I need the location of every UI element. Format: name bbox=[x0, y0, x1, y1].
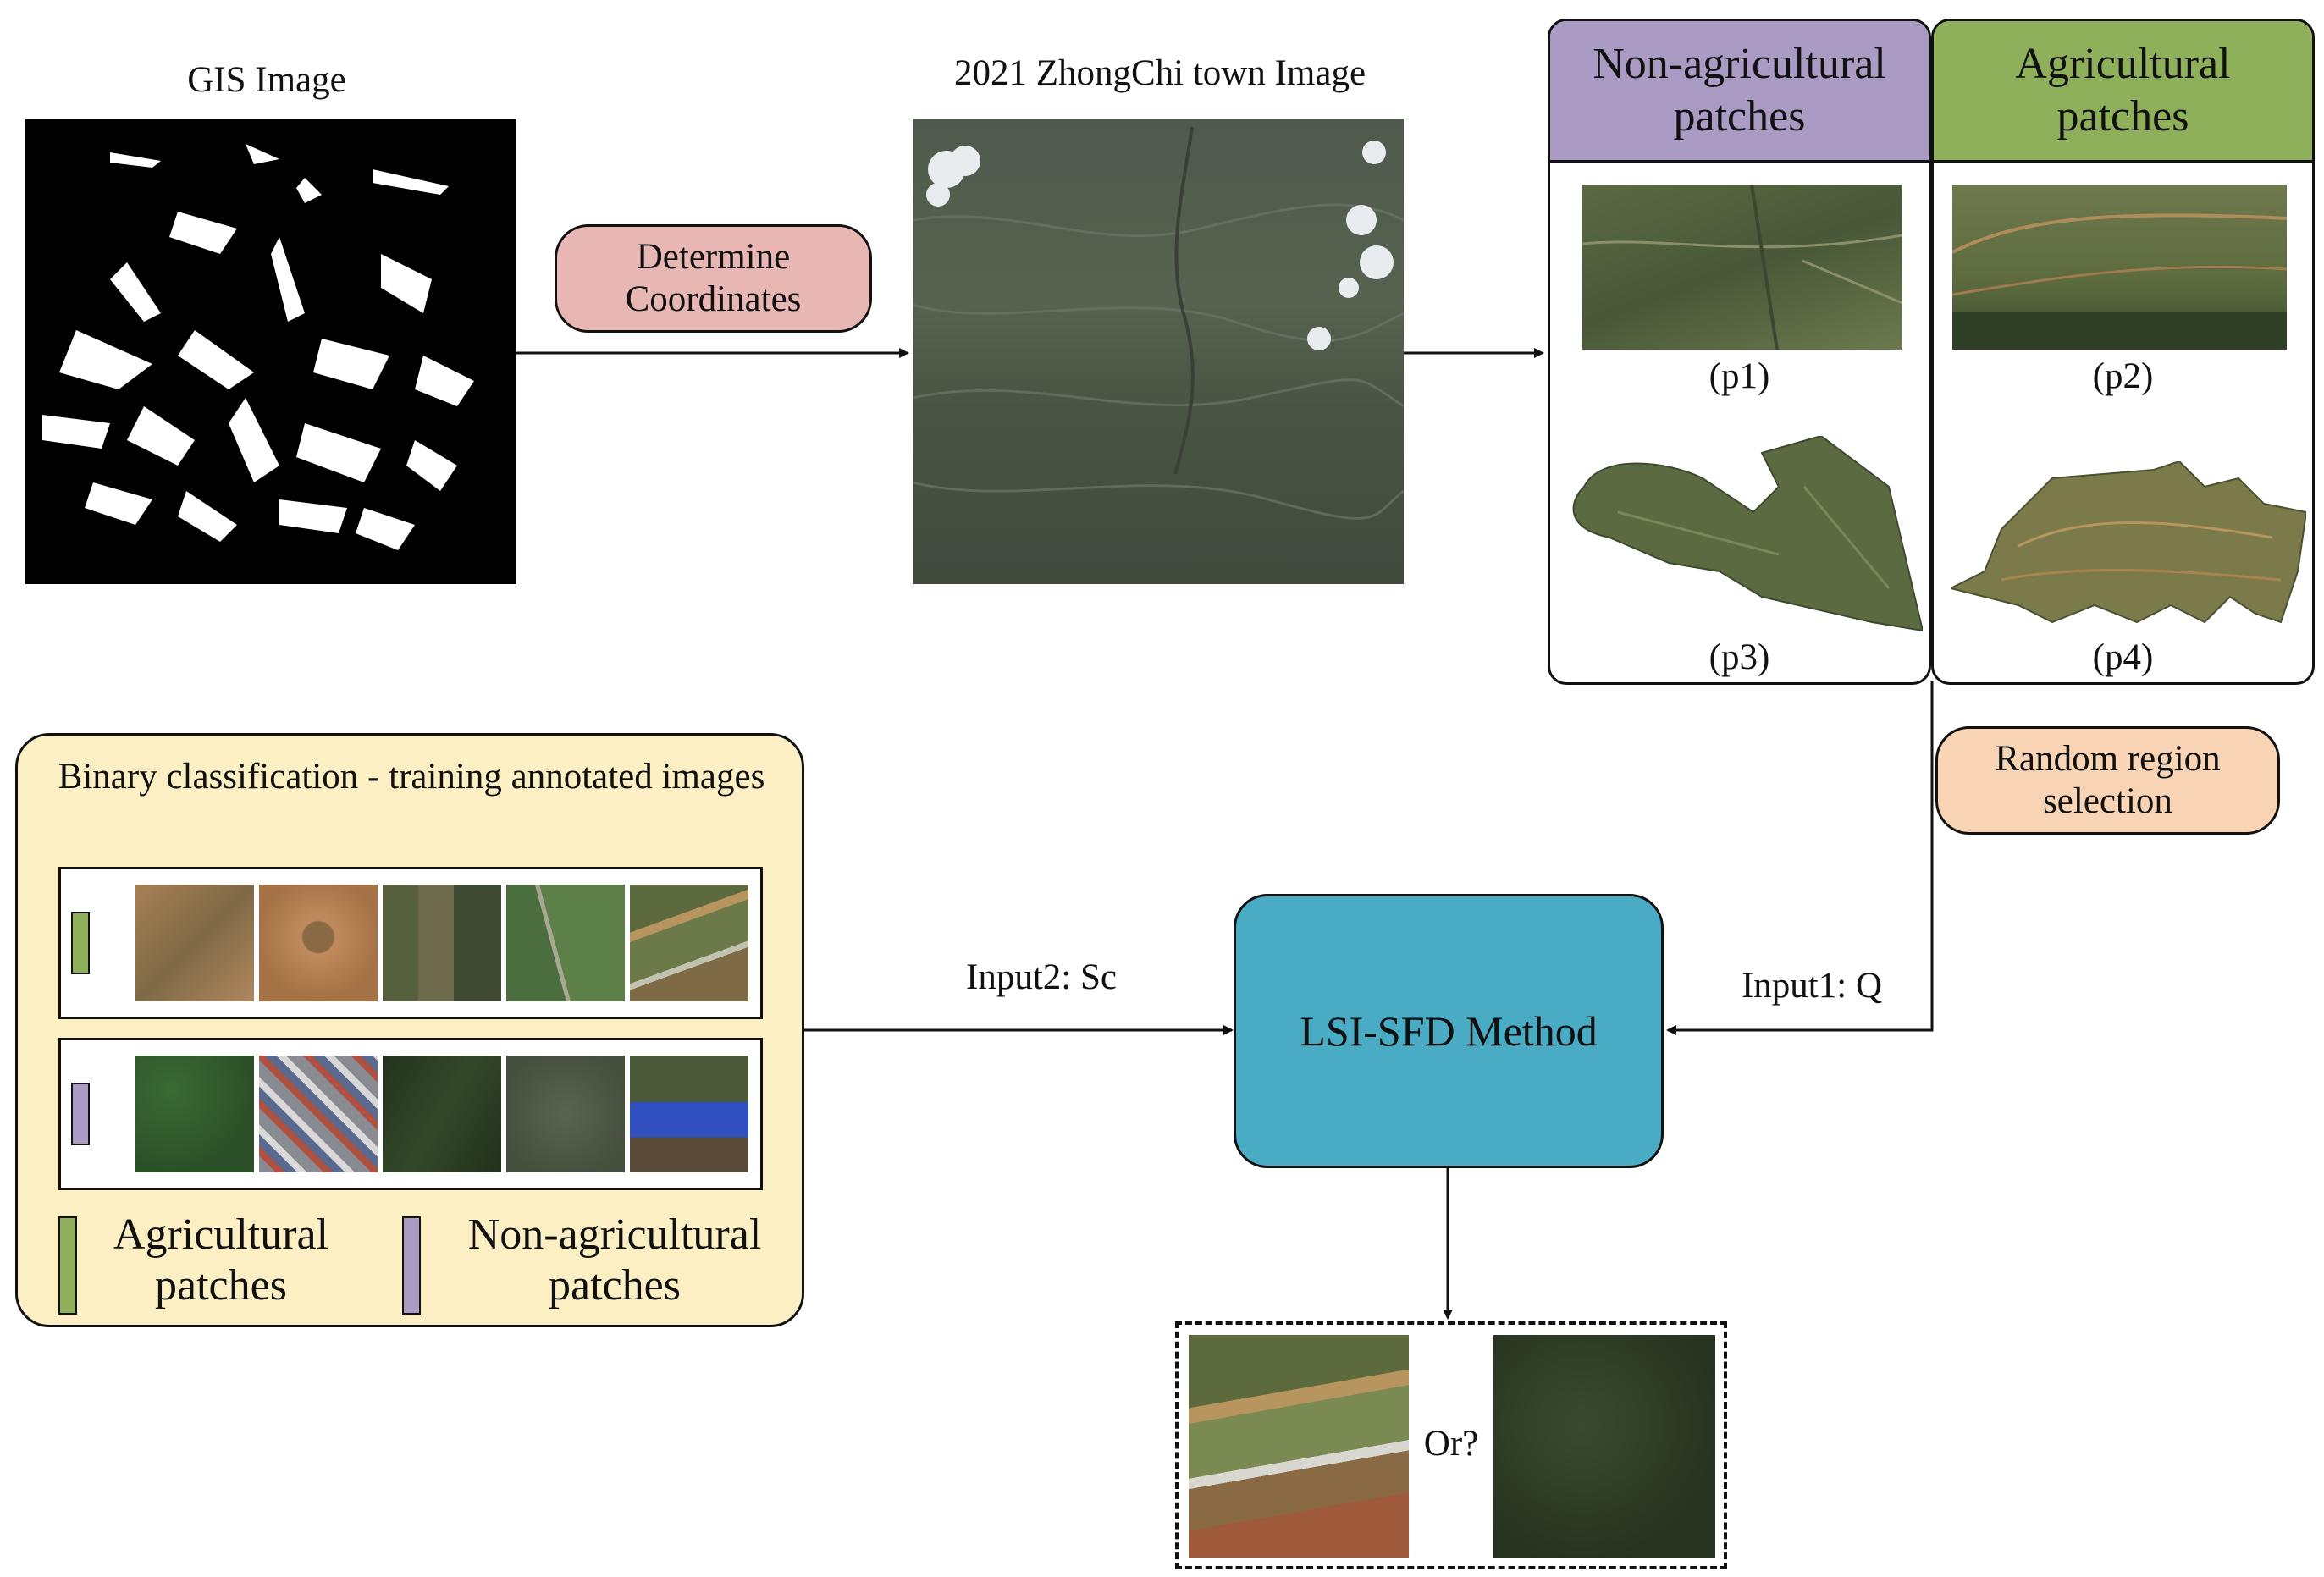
determine-coordinates-box: Determine Coordinates bbox=[555, 224, 872, 333]
lsi-sfd-method-label: LSI-SFD Method bbox=[1300, 1007, 1598, 1055]
patch-p2-graphic bbox=[1952, 213, 2287, 350]
agricultural-header-label: Agricultural patches bbox=[2015, 40, 2231, 141]
legend-non-agricultural-swatch bbox=[402, 1216, 421, 1315]
non-ag-example-2 bbox=[259, 1056, 378, 1172]
random-selection-box: Random region selection bbox=[1935, 726, 2280, 835]
result-box: Or? bbox=[1175, 1321, 1727, 1569]
gis-image-title: GIS Image bbox=[187, 60, 346, 100]
ag-example-4 bbox=[506, 885, 625, 1001]
ag-example-5 bbox=[630, 885, 748, 1001]
agricultural-panel: Agricultural patches (p2) (p4) bbox=[1931, 19, 2315, 685]
caption-p4: (p4) bbox=[2092, 637, 2154, 677]
ag-example-1 bbox=[135, 885, 254, 1001]
non-ag-example-5 bbox=[630, 1056, 748, 1172]
patch-p3-shape bbox=[1572, 436, 1923, 632]
non-agricultural-row-marker bbox=[71, 1083, 90, 1145]
gis-image bbox=[25, 119, 516, 584]
non-agricultural-examples-row bbox=[58, 1038, 763, 1190]
non-ag-example-4 bbox=[506, 1056, 625, 1172]
ag-example-2 bbox=[259, 885, 378, 1001]
patch-p4-shape bbox=[1951, 461, 2306, 624]
agricultural-examples-row bbox=[58, 867, 763, 1019]
non-agricultural-panel: Non-agricultural patches (p1) (p3) bbox=[1548, 19, 1931, 685]
caption-p2: (p2) bbox=[2092, 356, 2154, 396]
non-agricultural-header-label: Non-agricultural patches bbox=[1593, 40, 1886, 141]
input2-label: Input2: Sc bbox=[966, 957, 1117, 997]
agricultural-header: Agricultural patches bbox=[1934, 21, 2312, 163]
non-agricultural-header: Non-agricultural patches bbox=[1550, 21, 1929, 163]
training-title: Binary classification - training annotat… bbox=[58, 757, 765, 797]
caption-p3: (p3) bbox=[1708, 637, 1770, 677]
ag-example-3 bbox=[383, 885, 501, 1001]
lsi-sfd-method-box: LSI-SFD Method bbox=[1234, 894, 1664, 1168]
result-non-agricultural-image bbox=[1493, 1335, 1715, 1558]
gis-mask-graphic bbox=[42, 144, 474, 550]
town-satellite-image bbox=[913, 119, 1404, 584]
legend-non-agricultural-label: Non-agricultural patches bbox=[467, 1210, 762, 1310]
result-agricultural-image bbox=[1189, 1335, 1409, 1558]
patch-p4-image bbox=[1951, 461, 2306, 631]
random-selection-label: Random region selection bbox=[1995, 739, 2221, 821]
patch-p1-graphic bbox=[1582, 185, 1902, 350]
agricultural-row-marker bbox=[71, 912, 90, 974]
patch-p3-image bbox=[1567, 436, 1923, 639]
training-box: Binary classification - training annotat… bbox=[15, 733, 804, 1327]
non-ag-example-3 bbox=[383, 1056, 501, 1172]
determine-coordinates-label: Determine Coordinates bbox=[625, 237, 802, 319]
or-label: Or? bbox=[1423, 1424, 1479, 1464]
non-ag-example-1 bbox=[135, 1056, 254, 1172]
legend-agricultural-label: Agricultural patches bbox=[113, 1210, 329, 1310]
patch-p1-image bbox=[1582, 185, 1902, 350]
input1-label: Input1: Q bbox=[1741, 966, 1883, 1006]
town-image-title: 2021 ZhongChi town Image bbox=[953, 53, 1366, 93]
arrow-patches-to-method bbox=[1666, 681, 1934, 1035]
caption-p1: (p1) bbox=[1708, 356, 1770, 396]
patch-p2-image bbox=[1952, 185, 2287, 350]
town-terrain-graphic bbox=[913, 126, 1404, 520]
legend-agricultural-swatch bbox=[58, 1216, 77, 1315]
